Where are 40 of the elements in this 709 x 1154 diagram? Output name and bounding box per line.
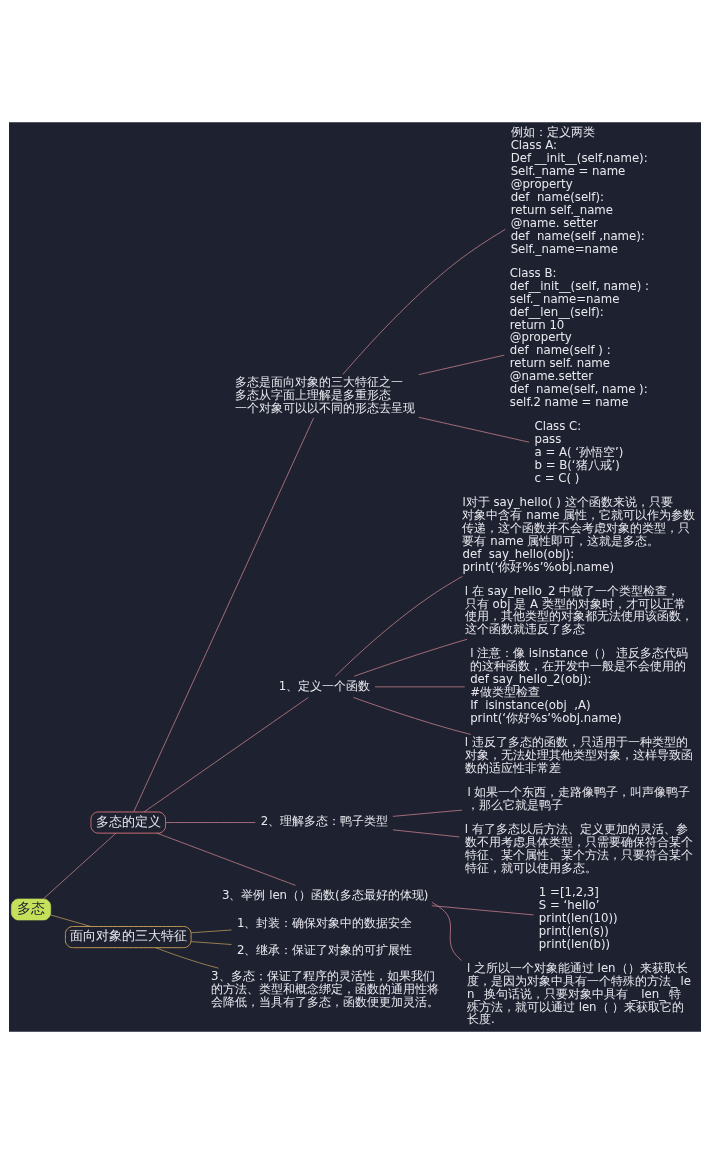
connector: [392, 809, 462, 817]
node-text: l 在 say_hello_2 中做了一个类型检查，只有 obj 是 A 类型的对象时，才可以正常使用，其他类型的对象都无法使用该函数，这个函数就违反了多态: [464, 583, 693, 637]
node-text: 多态是面向对象的三大特征之一 多态从字面上理解是多重形态 一个对象可以以不同的形态去呈现: [234, 375, 415, 415]
connector: [392, 829, 460, 838]
connector: [164, 822, 256, 823]
connector: [42, 832, 116, 900]
node-text: 1 =[1,2,3] S = ‘hello’ print(len(10)) print(len(s)) print(len(b)): [538, 884, 618, 951]
node-text: l 之所以一个对象能通过 len（）来获取长度，是因为对象中具有一个特殊的方法_ len_ 换句话说，只要对象中具有 _ len_ 特殊方法，就可以通过 len（ ）来获取它的长度.: [466, 960, 691, 1027]
node-text: l 违反了多态的函数，只适用于一种类型的对象，无法处理其他类型对象，这样导致函数的适应性非常差: [464, 735, 693, 776]
node-box: 多态的定义: [90, 811, 166, 834]
node-text: 3、多态：保证了程序的灵活性，如果我们的方法、类型和概念绑定，函数的通用性将会降低，当具有了多态，函数便更加灵活。: [210, 968, 439, 1009]
node-text: 例如：定义两类 Class A: Def __init__(self,name): Self._name = name @property def name(self): return self._name @name. setter def name(self ,name): Self._name=name: [510, 125, 648, 256]
connector: [190, 929, 232, 934]
node-text: 2、理解多态：鸭子类型: [260, 814, 388, 829]
connector: [49, 914, 91, 927]
connector: [431, 901, 462, 961]
node-text: l对于 say_hello( ) 这个函数来说，只要对象中含有 name 属性，它就可以作为参数传递，这个函数并不会考虑对象的类型，只要有 name 属性即可，这就是多态。 def say_hello(obj): print(‘你好%s’%obj.name): [462, 494, 695, 574]
node-text: 2、继承：保证了对象的可扩展性: [236, 943, 412, 958]
connector: [352, 697, 471, 735]
connector: [132, 417, 314, 813]
connector: [353, 638, 467, 677]
node-text: l 注意：像 isinstance（） 违反多态代码的这种函数，在开发中一般是不会使用的 def say_hello_2(obj): #做类型检查 If isinstance(obj ,A) print(‘你好%s’%obj.name): [469, 646, 688, 726]
node-text: l 有了多态以后方法、定义更加的灵活、参数不用考虑具体类型，只需要确保符合某个特征、某个属性、某个方法，只要符合某个特征，就可以使用多态。: [464, 822, 693, 875]
node-text: l 如果一个东西，走路像鸭子，叫声像鸭子，那么它就是鸭子: [466, 785, 690, 813]
connector: [417, 354, 505, 375]
connector: [154, 947, 219, 969]
connector: [342, 229, 506, 375]
connector: [156, 832, 296, 886]
node-box: 多态: [10, 898, 51, 921]
node-text: 3、举例 len（）函数(多态最好的体现): [221, 887, 428, 902]
connector: [334, 576, 463, 677]
node-text: 1、定义一个函数: [278, 678, 370, 693]
connector: [143, 697, 309, 813]
node-text: Class C: pass a = A( ‘孙悟空’) b = B(‘猪八戒’) c = C( ): [533, 419, 623, 485]
node-text: 1、封装：确保对象中的数据安全: [236, 915, 412, 930]
node-text: Class B: def__init__(self, name) : self._ name=name def__len__(self): return 10 @property def name(self ) : return self. name @name.setter def name(self, name ): self.2 name = name: [509, 265, 649, 410]
connector: [417, 416, 529, 443]
connector: [430, 905, 534, 916]
connector: [190, 941, 232, 945]
node-box: 面向对象的三大特征: [64, 926, 192, 949]
